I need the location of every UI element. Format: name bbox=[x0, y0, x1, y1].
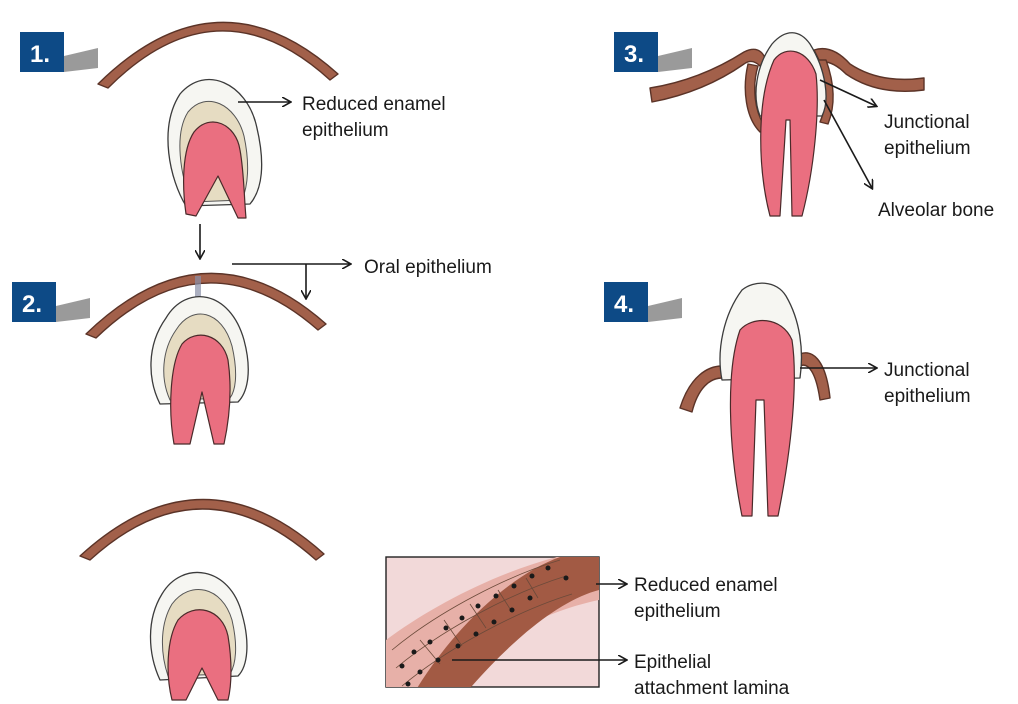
step-4-group: 4. Junctional epithelium bbox=[604, 282, 971, 516]
label-junctional-3-line1: Junctional bbox=[884, 112, 970, 133]
gingiva-left-4 bbox=[680, 366, 722, 412]
step-3-number: 3. bbox=[624, 41, 644, 68]
label-inset-attachment-line1: Epithelial bbox=[634, 652, 711, 673]
step-2-badge: 2. bbox=[12, 282, 90, 322]
step-2-group: 2. Oral epithelium bbox=[12, 257, 492, 444]
label-junctional-4-line1: Junctional bbox=[884, 360, 970, 381]
erupting-tooth bbox=[151, 276, 248, 444]
label-inset-reduced-enamel-line1: Reduced enamel bbox=[634, 575, 778, 596]
step-1-badge: 1. bbox=[20, 32, 98, 72]
step-1-group: 1. Reduced enamel epithelium bbox=[20, 22, 446, 258]
label-reduced-enamel-epithelium-line1: Reduced enamel bbox=[302, 94, 446, 115]
step-1-number: 1. bbox=[30, 41, 50, 68]
label-junctional-4-line2: epithelium bbox=[884, 386, 971, 407]
erupting-tooth-3 bbox=[756, 33, 826, 216]
step-4-number: 4. bbox=[614, 291, 634, 318]
step-3-badge: 3. bbox=[614, 32, 692, 72]
label-inset-reduced-enamel-line2: epithelium bbox=[634, 601, 721, 622]
step-3-group: 3. Junctional epithelium Alveolar bone bbox=[614, 32, 994, 221]
label-inset-attachment-line2: attachment lamina bbox=[634, 678, 790, 699]
unerupted-tooth bbox=[168, 80, 262, 218]
epithelium-inset: Reduced enamel epithelium Epithelial att… bbox=[386, 548, 790, 700]
erupted-tooth bbox=[720, 283, 801, 516]
label-oral-epithelium: Oral epithelium bbox=[364, 257, 492, 278]
label-alveolar-bone: Alveolar bone bbox=[878, 200, 994, 221]
unerupted-tooth-2 bbox=[151, 572, 247, 700]
oral-epithelium-band bbox=[98, 22, 338, 88]
oral-epithelium-band-3 bbox=[80, 499, 324, 560]
label-junctional-3-line2: epithelium bbox=[884, 138, 971, 159]
step-2-number: 2. bbox=[22, 291, 42, 318]
step-2b-group bbox=[80, 499, 324, 700]
step-4-badge: 4. bbox=[604, 282, 682, 322]
label-reduced-enamel-epithelium-line2: epithelium bbox=[302, 120, 389, 141]
